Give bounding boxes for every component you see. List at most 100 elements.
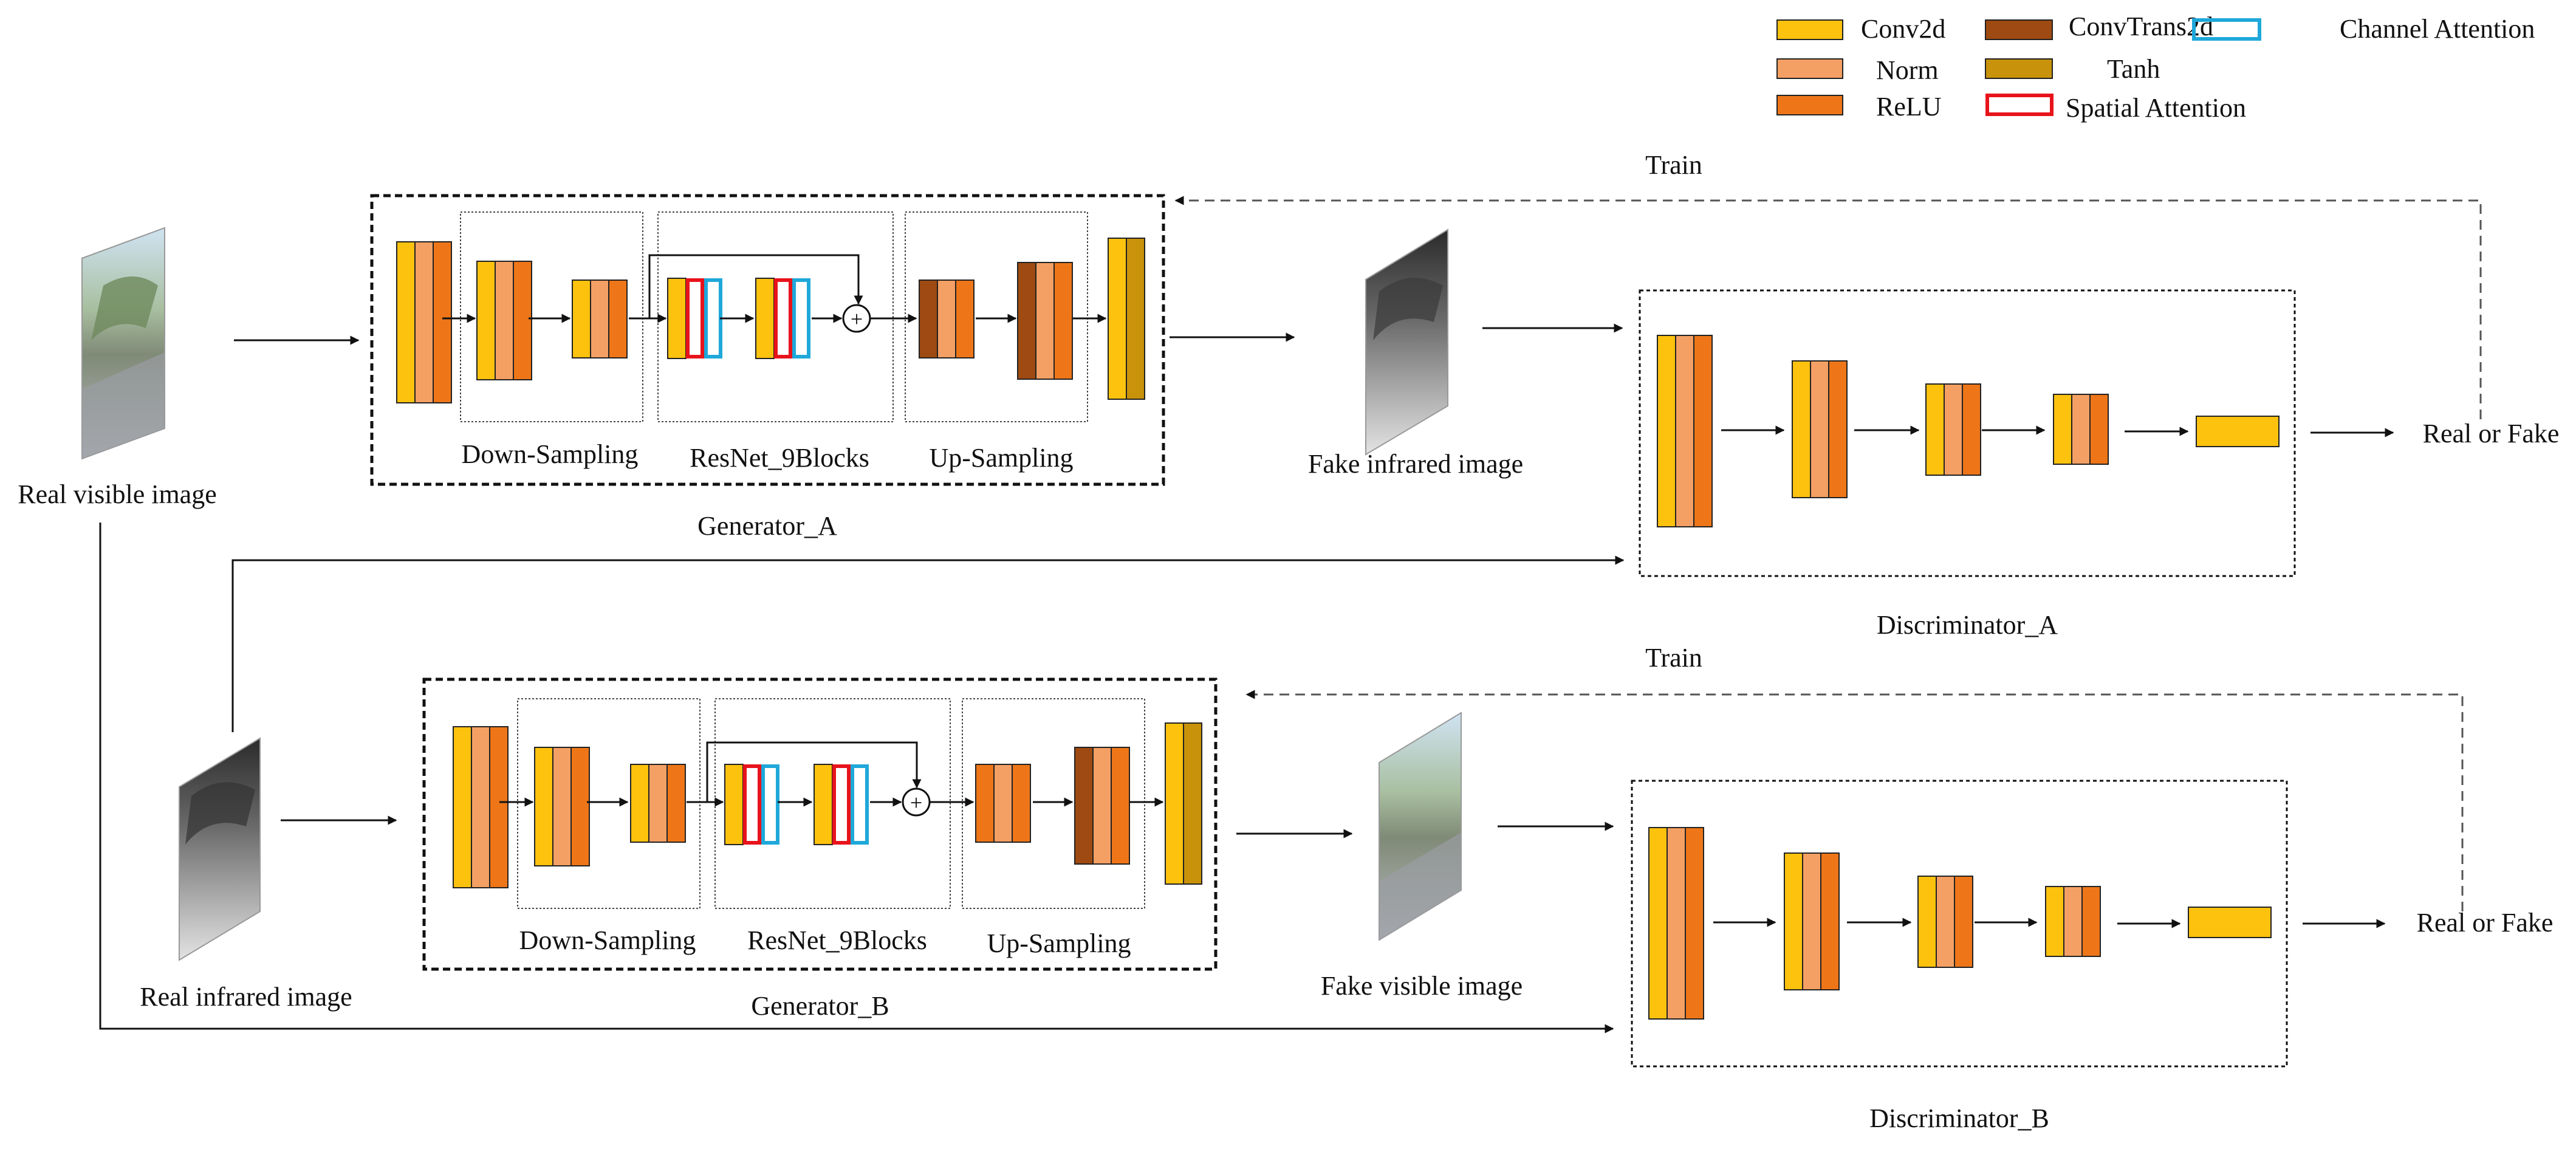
train-feedback-a	[1174, 196, 2482, 419]
generator-b-frame	[422, 677, 1218, 971]
generator-a-layers-block-4-channel	[704, 278, 722, 358]
generator-b-layers-block-2-norm	[552, 747, 572, 866]
generator-a-residual-add	[842, 304, 871, 333]
legend-swatch-channel-attention	[2192, 18, 2261, 41]
train-label-a: Train	[1645, 150, 1702, 180]
generator-b-layers-block-6-norm	[993, 764, 1013, 843]
generator-b-layers-block-6-relu	[1012, 764, 1031, 843]
discriminator-b-layers-block-3-relu	[1954, 876, 1973, 968]
discriminator-a-arrows	[1721, 425, 2394, 437]
discriminator-a-layers-block-2-conv	[1792, 360, 1811, 498]
generator-b-layers-block-2-conv	[534, 747, 553, 866]
legend-swatch-norm	[1776, 58, 1843, 79]
legend-label-conv2d: Conv2d	[1861, 14, 1945, 44]
generator-b-layers-block-4-spatial	[743, 764, 761, 845]
generator-b-layers-block-8-tanh	[1183, 722, 1202, 885]
discriminator-a-layers-block-5-conv2d	[2196, 416, 2280, 447]
discriminator-b-layers-block-5-conv2d	[2188, 907, 2272, 938]
generator-a-arrows	[442, 254, 1107, 323]
fake-infrared-image-label: Fake infrared image	[1308, 449, 1523, 479]
legend-label-convtrans2d: ConvTrans2d	[2069, 12, 2213, 41]
generator-a-layers-block-6-relu	[955, 280, 975, 358]
fake-visible-image	[1379, 712, 1462, 941]
generator-b-plus-symbol: +	[910, 791, 922, 815]
train-label-b: Train	[1645, 643, 1702, 673]
generator-a-layers-block-6-convtrans	[919, 280, 938, 358]
generator-b-layers-block-6-relu	[975, 764, 995, 843]
train-feedback-b	[1245, 690, 2464, 911]
discriminator-b-layers-block-4-norm	[2063, 886, 2083, 957]
row-generator-a: Real visible image + Down-Sampling ResNe…	[18, 150, 2559, 640]
legend-swatch-spatial-attention	[1985, 94, 2054, 116]
legend-swatch-tanh	[1985, 58, 2053, 79]
generator-b-layers-block-1-conv	[453, 726, 472, 888]
generator-b-resnet-label: ResNet_9Blocks	[747, 925, 927, 955]
generator-b-layers-block-5-conv	[814, 764, 833, 845]
generator-a-layers-block-2-norm	[495, 261, 514, 380]
legend-label-channel-attention: Channel Attention	[2340, 14, 2535, 44]
legend-label-norm: Norm	[1876, 55, 1939, 85]
discriminator-b-layers-block-2-relu	[1820, 852, 1840, 990]
generator-a-layers-block-3-conv	[572, 280, 591, 358]
generator-a-layers	[396, 238, 1145, 403]
generator-a-upsampling-frame	[905, 211, 1088, 422]
generator-a-layers-block-3-relu	[608, 280, 628, 358]
generator-b-downsampling-frame	[517, 698, 701, 909]
generator-b-layers-block-5-spatial	[832, 764, 851, 845]
generator-a-layers-block-1-relu	[433, 241, 452, 403]
generator-b-layers-block-3-conv	[630, 764, 649, 843]
generator-b-layers	[453, 722, 1202, 888]
discriminator-b-layers-block-3-norm	[1936, 876, 1955, 968]
generator-a-layers-block-2-conv	[476, 261, 496, 380]
generator-b-layers-block-7-norm	[1092, 747, 1112, 865]
generator-b-layers-block-5-channel	[851, 764, 869, 845]
real-infrared-image	[179, 737, 261, 961]
generator-a-layers-block-1-norm	[414, 241, 434, 403]
generator-b-upsampling-frame	[962, 698, 1145, 909]
generator-a-resnet-label: ResNet_9Blocks	[690, 443, 869, 473]
legend-swatch-conv2d	[1776, 19, 1843, 40]
generator-a-layers-block-7-convtrans	[1017, 262, 1036, 380]
discriminator-a-layers-block-4-relu	[2089, 394, 2109, 465]
legend-swatch-convtrans2d	[1985, 19, 2053, 40]
discriminator-b-layers-block-4-relu	[2081, 886, 2101, 957]
discriminator-b-name: Discriminator_B	[1869, 1103, 2049, 1133]
generator-a-downsampling-frame	[460, 211, 643, 422]
discriminator-a-frame	[1639, 289, 2296, 577]
discriminator-a-layers-block-3-norm	[1944, 383, 1963, 476]
generator-b-layers-block-1-relu	[489, 726, 509, 888]
discriminator-b-frame	[1631, 780, 2288, 1068]
discriminator-b-layers-block-1-relu	[1685, 827, 1704, 1020]
fake-visible-image-label: Fake visible image	[1321, 971, 1523, 1001]
generator-a-layers-block-8-tanh	[1126, 238, 1145, 400]
fake-infrared-image	[1365, 228, 1448, 456]
generator-a-layers-block-1-conv	[396, 241, 416, 403]
generator-a-layers-block-6-norm	[937, 280, 956, 358]
generator-a-layers-block-7-relu	[1053, 262, 1073, 380]
generator-b-downsampling-label: Down-Sampling	[519, 925, 696, 955]
generator-b-layers-block-3-norm	[648, 764, 668, 843]
generator-a-name: Generator_A	[697, 511, 837, 541]
generator-b-residual-add	[902, 787, 931, 817]
discriminator-b-layers-block-3-conv	[1917, 876, 1937, 968]
generator-a-layers-block-5-channel	[792, 278, 810, 358]
discriminator-b-output-label: Real or Fake	[2417, 908, 2554, 938]
real-visible-image-label: Real visible image	[18, 479, 216, 509]
arrow-real-visible-to-discriminator-b	[99, 523, 1614, 1034]
discriminator-a-layers-block-1-relu	[1693, 335, 1713, 527]
generator-a-downsampling-label: Down-Sampling	[462, 439, 639, 469]
discriminator-b-layers-block-1-conv	[1648, 827, 1668, 1020]
generator-b-layers-block-1-norm	[471, 726, 490, 888]
generator-b-layers-block-8-conv	[1165, 722, 1184, 885]
discriminator-a-layers-block-3-conv	[1925, 383, 1945, 476]
generator-b-layers-block-4-conv	[724, 764, 744, 845]
discriminator-b-arrows	[1713, 917, 2386, 928]
discriminator-a-name: Discriminator_A	[1877, 610, 2058, 640]
discriminator-a-layers	[1657, 335, 2280, 527]
generator-a-layers-block-4-conv	[667, 278, 687, 359]
discriminator-b-layers	[1648, 827, 2272, 1020]
discriminator-a-layers-block-3-relu	[1962, 383, 1981, 476]
discriminator-a-layers-block-2-relu	[1828, 360, 1848, 498]
generator-a-layers-block-4-spatial	[686, 278, 704, 358]
